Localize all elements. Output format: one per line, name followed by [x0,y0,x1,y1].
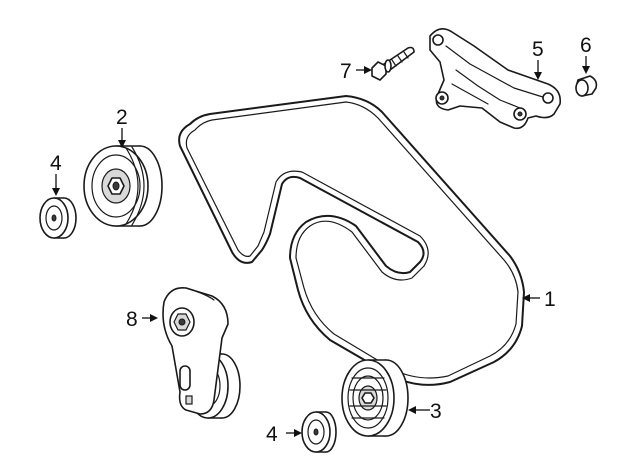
callout-6: 6 [580,34,592,74]
callout-3: 3 [408,400,442,423]
bracket[interactable] [429,28,562,130]
tensioner[interactable] [162,286,241,419]
callout-4-lower-label: 4 [266,423,278,446]
callout-4-upper: 4 [50,152,62,196]
callout-7-label: 7 [340,60,352,83]
callout-2-label: 2 [116,106,128,129]
callout-8-label: 8 [126,308,138,331]
callout-1-label: 1 [544,288,556,311]
idler-pulley-upper[interactable] [83,145,163,227]
idler-pulley-lower[interactable] [341,359,409,437]
callout-3-label: 3 [430,400,442,423]
callout-1: 1 [522,288,556,311]
callout-6-label: 6 [580,34,592,57]
callout-8: 8 [126,308,158,331]
callout-2: 2 [116,106,128,148]
callout-5: 5 [532,38,544,80]
pulley-cover-upper[interactable] [39,197,77,239]
callout-4-upper-label: 4 [50,152,62,175]
callout-7: 7 [340,60,372,83]
callout-4-lower: 4 [266,423,302,446]
belt[interactable] [178,95,525,386]
plug[interactable] [575,75,598,97]
callout-5-label: 5 [532,38,544,61]
bolt[interactable] [371,46,415,81]
pulley-cover-lower[interactable] [301,411,337,453]
